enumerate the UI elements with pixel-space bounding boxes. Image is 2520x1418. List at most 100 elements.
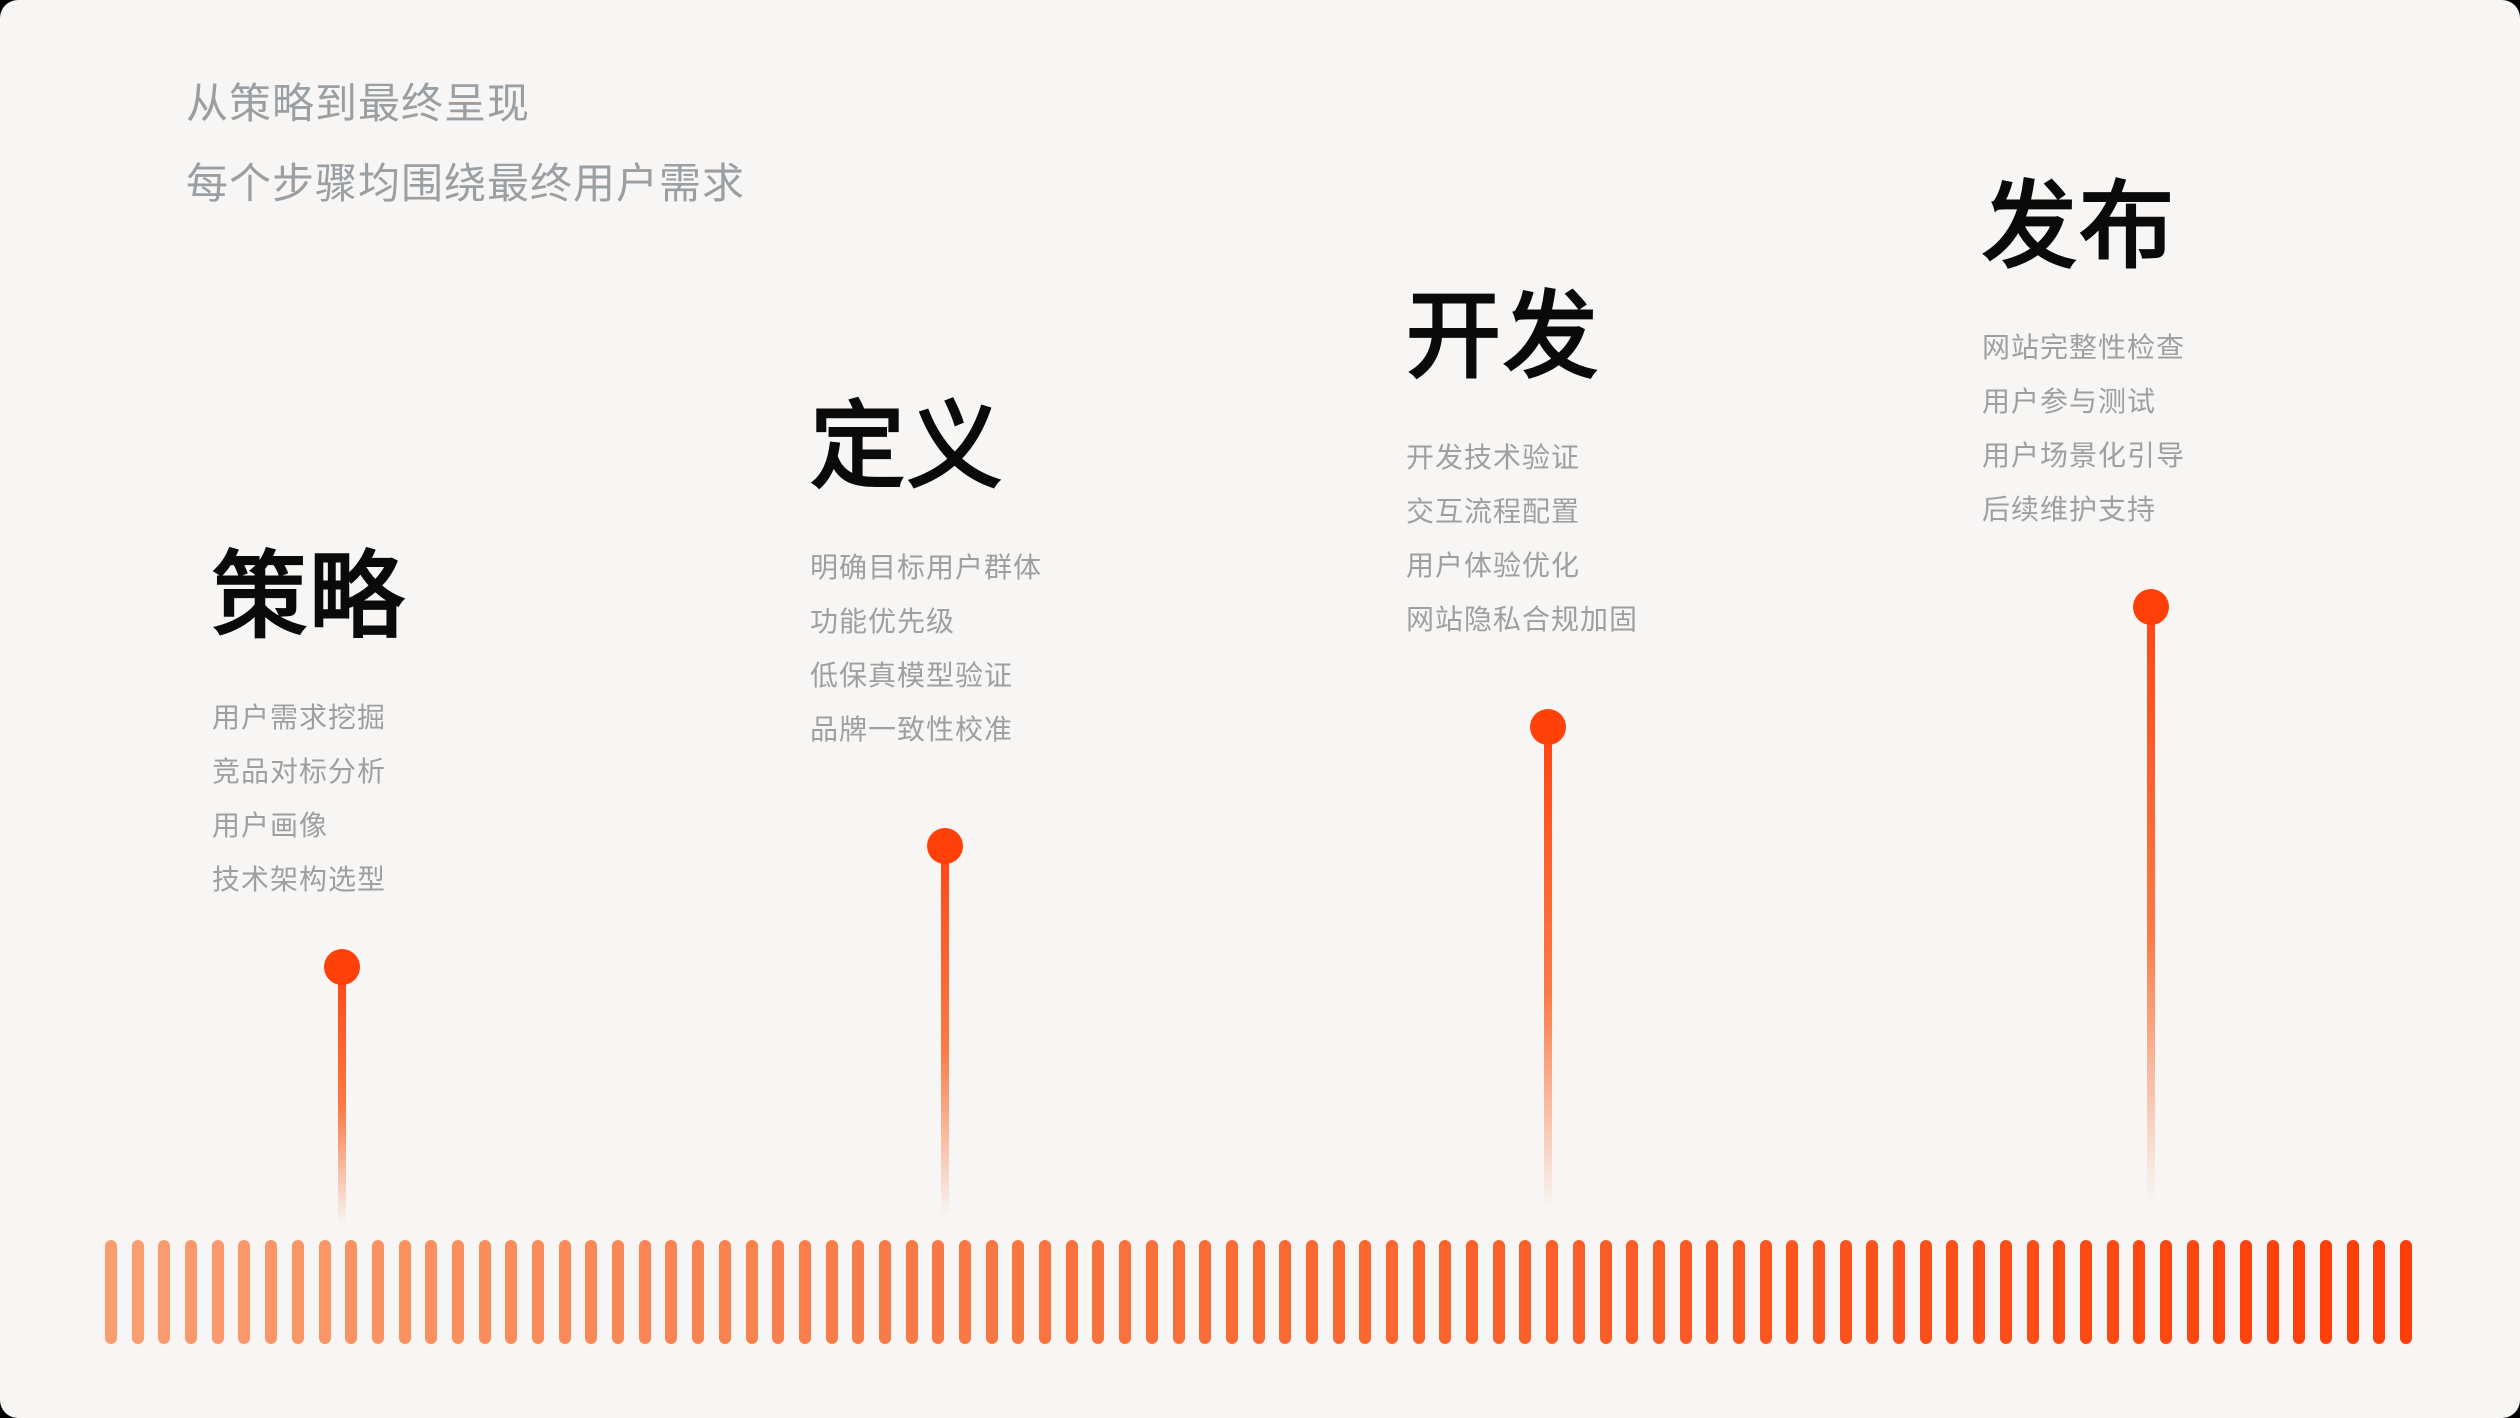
- stage-item: 用户场景化引导: [1982, 440, 2186, 471]
- timeline-bar: [451, 1240, 464, 1344]
- stage-item: 用户体验优化: [1406, 550, 1581, 581]
- timeline-bar: [1145, 1240, 1158, 1344]
- timeline-bar: [1119, 1240, 1132, 1344]
- timeline-bar: [238, 1240, 251, 1344]
- stage-develop: 开发 开发技术验证交互流程配置用户体验优化网站隐私合规加固: [1406, 285, 1966, 647]
- timeline-bar: [1386, 1240, 1398, 1344]
- stage-item: 网站隐私合规加固: [1406, 604, 1639, 635]
- timeline-bar: [1305, 1240, 1318, 1344]
- timeline-bar: [1679, 1240, 1692, 1344]
- timeline-bar: [2079, 1240, 2092, 1344]
- timeline-bar: [398, 1240, 411, 1344]
- timeline-bar: [1012, 1240, 1025, 1344]
- stage-item: 明确目标用户群体: [810, 552, 1043, 583]
- pin-stem: [941, 846, 949, 1240]
- timeline-bar: [2266, 1240, 2279, 1344]
- stage-title-strategy: 策略: [212, 544, 407, 650]
- stage-item: 开发技术验证: [1406, 442, 1581, 473]
- pin-stem: [1544, 727, 1552, 1240]
- stage-item: 交互流程配置: [1406, 496, 1581, 527]
- timeline-bar: [1466, 1240, 1479, 1344]
- stage-item: 低保真模型验证: [810, 660, 1014, 691]
- pin-stem: [2147, 607, 2155, 1240]
- stage-title-develop: 开发: [1406, 284, 1601, 390]
- pin-dot-icon: [2133, 589, 2169, 625]
- timeline-bar: [2213, 1240, 2226, 1344]
- timeline-bar: [1999, 1240, 2012, 1344]
- timeline-bar: [2240, 1240, 2252, 1344]
- intro-line-1: 从策略到最终呈现: [186, 80, 531, 127]
- timeline-bar: [1973, 1240, 1986, 1344]
- stage-item: 用户画像: [212, 810, 329, 841]
- timeline-bar: [478, 1240, 491, 1344]
- stage-item: 功能优先级: [810, 606, 956, 637]
- timeline-bar: [2346, 1240, 2359, 1344]
- timeline-bar: [1492, 1240, 1505, 1344]
- timeline-bar: [1332, 1240, 1345, 1344]
- timeline-bar: [932, 1240, 945, 1344]
- timeline-bar: [1759, 1240, 1772, 1344]
- timeline-bar: [1919, 1240, 1932, 1344]
- timeline-bar: [1439, 1240, 1452, 1344]
- timeline-bar: [1866, 1240, 1879, 1344]
- stage-title-define: 定义: [810, 394, 1005, 500]
- timeline-bar: [1946, 1240, 1959, 1344]
- timeline-bar: [692, 1240, 705, 1344]
- stage-define: 定义 明确目标用户群体功能优先级低保真模型验证品牌一致性校准: [810, 395, 1370, 757]
- timeline-bar: [131, 1240, 144, 1344]
- timeline-bar: [1813, 1240, 1825, 1344]
- timeline-bar: [878, 1240, 891, 1344]
- timeline-bar: [825, 1240, 838, 1344]
- timeline-bar: [105, 1240, 117, 1344]
- timeline-bar: [211, 1240, 224, 1344]
- timeline-bar: [1599, 1240, 1612, 1344]
- timeline-bar: [638, 1240, 651, 1344]
- timeline-bar: [158, 1240, 171, 1344]
- timeline-bar: [1199, 1240, 1212, 1344]
- timeline-bar: [772, 1240, 785, 1344]
- timeline-bar: [1893, 1240, 1906, 1344]
- stage-item-list: 开发技术验证交互流程配置用户体验优化网站隐私合规加固: [1406, 431, 1966, 647]
- timeline-bar: [318, 1240, 331, 1344]
- timeline-bar: [1786, 1240, 1799, 1344]
- stage-item-list: 明确目标用户群体功能优先级低保真模型验证品牌一致性校准: [810, 541, 1370, 757]
- timeline-bar: [1732, 1240, 1745, 1344]
- pin-dot-icon: [324, 949, 360, 985]
- timeline-bar: [665, 1240, 678, 1344]
- timeline-bar: [1706, 1240, 1719, 1344]
- timeline-bar: [2400, 1240, 2413, 1344]
- stage-launch: 发布 网站完整性检查用户参与测试用户场景化引导后续维护支持: [1982, 175, 2520, 537]
- timeline-bar: [745, 1240, 758, 1344]
- timeline-bar: [345, 1240, 358, 1344]
- timeline-bar: [291, 1240, 304, 1344]
- timeline-bar: [2320, 1240, 2333, 1344]
- timeline-bar: [532, 1240, 544, 1344]
- timeline-bar: [425, 1240, 438, 1344]
- timeline-bar: [798, 1240, 811, 1344]
- timeline-bars: [105, 1240, 2413, 1344]
- stage-item-list: 网站完整性检查用户参与测试用户场景化引导后续维护支持: [1982, 321, 2520, 537]
- timeline-bar: [959, 1240, 971, 1344]
- pin-stem: [338, 967, 346, 1240]
- timeline-bar: [558, 1240, 571, 1344]
- timeline-bar: [1359, 1240, 1372, 1344]
- timeline-bar: [905, 1240, 918, 1344]
- timeline-bar: [612, 1240, 625, 1344]
- stage-item: 品牌一致性校准: [810, 714, 1014, 745]
- timeline-bar: [1546, 1240, 1559, 1344]
- timeline-bar: [1225, 1240, 1238, 1344]
- timeline-bar: [1172, 1240, 1185, 1344]
- intro-title: 从策略到最终呈现 每个步骤均围绕最终用户需求: [186, 64, 745, 224]
- timeline-bar: [1412, 1240, 1425, 1344]
- timeline-bar: [718, 1240, 731, 1344]
- stage-strategy: 策略 用户需求挖掘竞品对标分析用户画像技术架构选型: [212, 545, 772, 907]
- stage-item: 网站完整性检查: [1982, 332, 2186, 363]
- timeline-bar: [1092, 1240, 1105, 1344]
- timeline-bar: [1839, 1240, 1852, 1344]
- timeline-bar: [852, 1240, 865, 1344]
- timeline-bar: [2186, 1240, 2199, 1344]
- timeline-bar: [1572, 1240, 1585, 1344]
- timeline-bar: [1626, 1240, 1639, 1344]
- timeline-bar: [1652, 1240, 1665, 1344]
